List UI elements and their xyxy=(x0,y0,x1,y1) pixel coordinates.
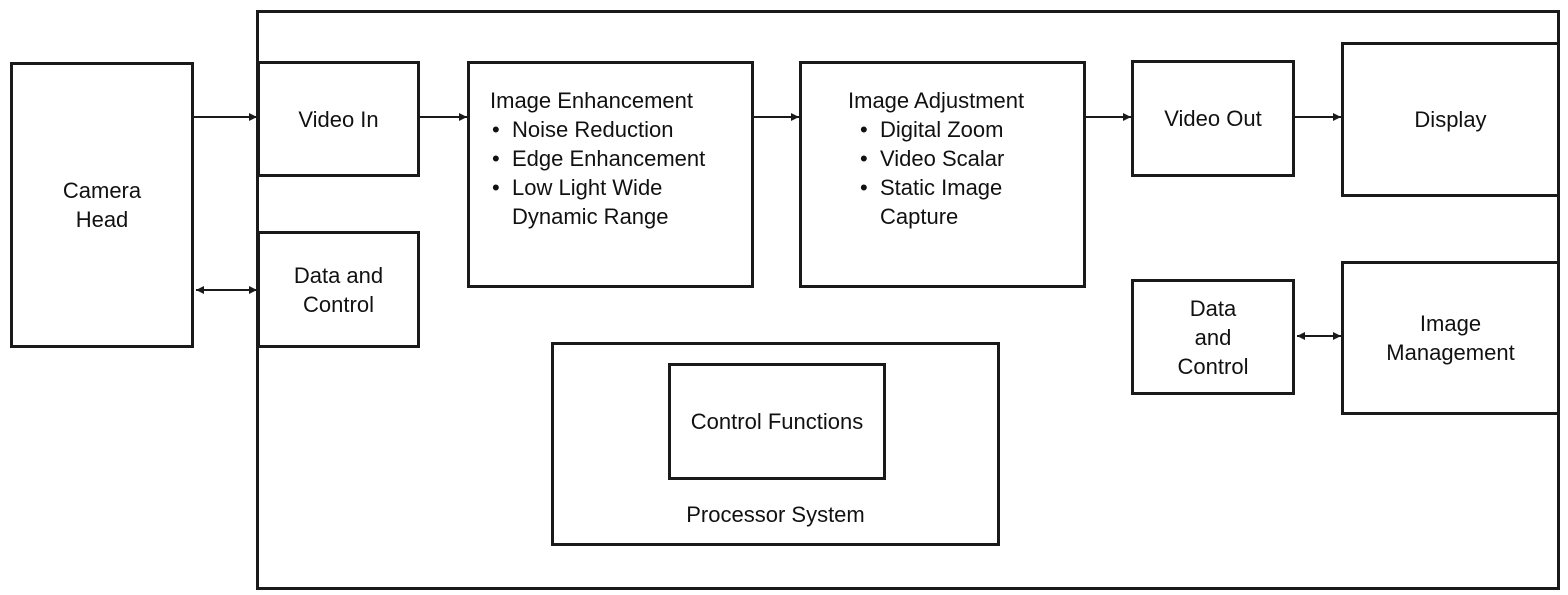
image-adjustment-block: Image Adjustment Digital Zoom Video Scal… xyxy=(799,61,1086,288)
image-enhancement-item: Low Light Wide Dynamic Range xyxy=(490,173,705,231)
data-control-left-label: Data and Control xyxy=(293,262,384,317)
video-out-block: Video Out xyxy=(1131,60,1295,177)
image-enhancement-item: Noise Reduction xyxy=(490,115,705,144)
image-management-label: Image Management xyxy=(1386,311,1515,365)
video-out-label: Video Out xyxy=(1164,106,1262,131)
video-in-block: Video In xyxy=(257,61,420,177)
image-enhancement-title: Image Enhancement xyxy=(490,88,694,113)
display-label: Display xyxy=(1414,107,1487,132)
processor-system-block: Control Functions Processor System xyxy=(551,342,1000,546)
processor-system-label: Processor System xyxy=(686,502,865,527)
data-control-right-label: Data and Control xyxy=(1177,295,1249,379)
control-functions-block: Control Functions xyxy=(668,363,886,480)
image-adjustment-item: Digital Zoom xyxy=(858,115,1024,144)
data-control-left-block: Data and Control xyxy=(257,231,420,348)
image-enhancement-block: Image Enhancement Noise Reduction Edge E… xyxy=(467,61,754,288)
camera-head-label: Camera Head xyxy=(62,178,142,232)
image-management-block: Image Management xyxy=(1341,261,1560,415)
display-block: Display xyxy=(1341,42,1560,197)
data-control-right-block: Data and Control xyxy=(1131,279,1295,395)
image-enhancement-item: Edge Enhancement xyxy=(490,144,705,173)
image-adjustment-item: Video Scalar xyxy=(858,144,1024,173)
image-adjustment-item: Static Image Capture xyxy=(858,173,1024,231)
control-functions-label: Control Functions xyxy=(690,409,864,434)
image-adjustment-title: Image Adjustment xyxy=(848,88,1025,113)
video-in-label: Video In xyxy=(298,106,379,132)
camera-head-block: Camera Head xyxy=(10,62,194,348)
